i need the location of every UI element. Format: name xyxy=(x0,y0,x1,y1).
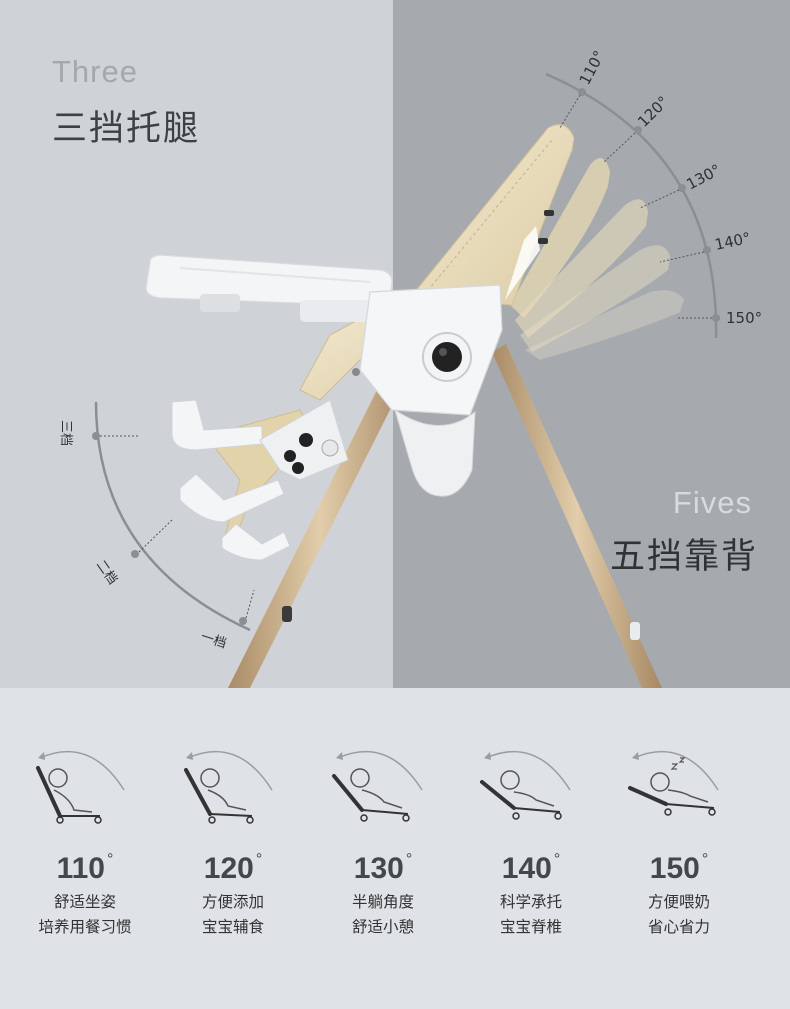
footrest-upper xyxy=(171,399,263,451)
backrest-angle-label: 130° xyxy=(683,161,723,194)
legrest-level-label: 三档 xyxy=(58,420,73,446)
degree-unit: ° xyxy=(107,851,114,868)
recline-positions-section: 110° 舒适坐姿培养用餐习惯 120° 方便添加宝宝辅食 xyxy=(0,688,790,1009)
recline-angle-value: 140 xyxy=(501,852,552,885)
legrest-level-label: 一档 xyxy=(199,630,228,652)
legrest-arc xyxy=(94,401,251,632)
backrest-ghost-120 xyxy=(510,157,610,318)
legrest-title-en: Three xyxy=(52,54,138,89)
recline-position-110: 110° 舒适坐姿培养用餐习惯 xyxy=(10,738,160,940)
footrest-lower xyxy=(221,523,291,561)
recline-description-line1: 方便喂奶 xyxy=(647,893,710,911)
backrest-ghost-130 xyxy=(515,199,648,338)
recline-position-140: 140° 科学承托宝宝脊椎 xyxy=(456,738,606,940)
recline-description-line2: 省心省力 xyxy=(647,918,710,936)
rear-leg xyxy=(492,344,662,688)
high-chair-illustration: 110° 120° 130° 140° 150° 三档 二档 一档 xyxy=(58,48,762,688)
degree-unit: ° xyxy=(405,851,413,868)
backrest-angle-label: 140° xyxy=(713,229,752,254)
hero-section: 110° 120° 130° 140° 150° 三档 二档 一档 Three … xyxy=(0,0,790,688)
backrest-title: 五挡靠背 xyxy=(609,537,758,577)
recline-angle-value: 120 xyxy=(203,852,254,885)
front-leg xyxy=(228,360,412,688)
backrest-ghost-150 xyxy=(525,290,684,360)
backrest-arc xyxy=(545,72,718,339)
recline-position-150: 150° 方便喂奶省心省力 xyxy=(604,738,754,940)
backrest-title-en: Fives xyxy=(672,485,752,520)
recline-description-line2: 培养用餐习惯 xyxy=(38,918,132,936)
backrest-angle-label: 120° xyxy=(634,93,672,131)
backrest-angle-label: 110° xyxy=(576,48,609,88)
recline-description-line1: 方便添加 xyxy=(201,893,264,911)
recline-angle-value: 150 xyxy=(649,852,700,885)
degree-unit: ° xyxy=(701,851,709,868)
recline-angle-value: 110 xyxy=(56,852,105,885)
degree-unit: ° xyxy=(255,851,263,868)
legrest-title: 三挡托腿 xyxy=(52,109,201,149)
recline-description-line2: 舒适小憩 xyxy=(351,918,414,936)
backrest-angle-label: 150° xyxy=(726,309,762,327)
baby-recline-130-icon xyxy=(332,750,423,822)
baby-recline-110-icon xyxy=(36,750,125,824)
recline-description-line1: 科学承托 xyxy=(499,893,562,911)
recline-description-line2: 宝宝辅食 xyxy=(201,918,264,936)
baby-recline-150-icon xyxy=(628,750,719,816)
backrest-main xyxy=(409,124,575,306)
recline-description-line1: 舒适坐姿 xyxy=(53,893,116,911)
recline-position-130: 130° 半躺角度舒适小憩 xyxy=(308,738,458,940)
baby-recline-140-icon xyxy=(480,750,571,820)
footrest-middle xyxy=(179,473,285,523)
baby-recline-120-icon xyxy=(184,750,273,824)
backrest-ghost-140 xyxy=(520,245,670,352)
degree-unit: ° xyxy=(553,851,561,868)
recline-position-120: 120° 方便添加宝宝辅食 xyxy=(158,738,308,940)
recline-description-line2: 宝宝脊椎 xyxy=(499,918,562,936)
food-tray xyxy=(145,254,393,322)
recline-description-line1: 半躺角度 xyxy=(351,893,414,911)
recline-angle-value: 130 xyxy=(353,852,404,885)
legrest-level-label: 二档 xyxy=(93,558,120,588)
